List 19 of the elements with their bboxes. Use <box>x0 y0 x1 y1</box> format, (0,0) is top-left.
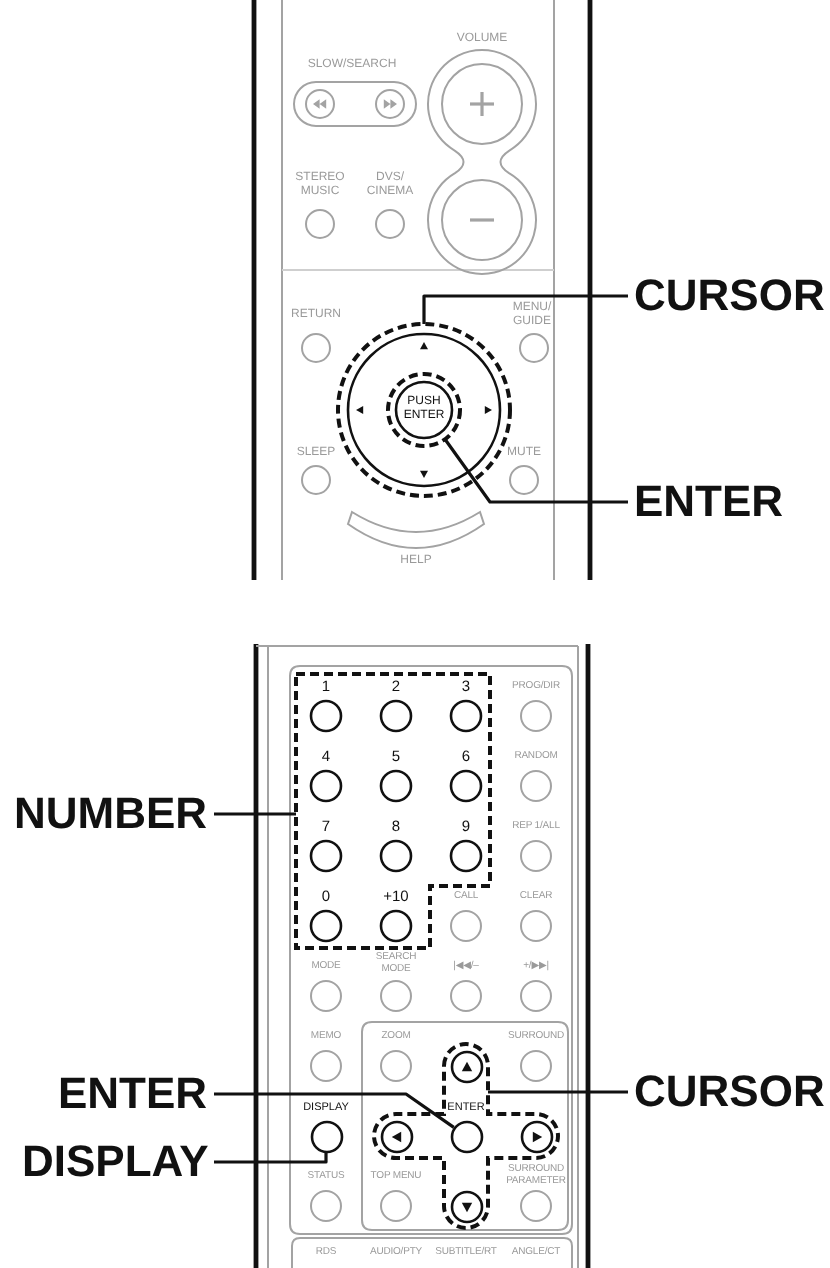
callout-label: ENTER <box>58 1072 208 1116</box>
round-button <box>447 1187 485 1225</box>
callout-label: NUMBER <box>14 792 208 836</box>
round-button <box>517 1117 555 1155</box>
callout-label: DISPLAY <box>22 1140 209 1184</box>
round-button <box>447 1047 485 1085</box>
round-button <box>447 1117 485 1155</box>
round-button <box>307 1117 345 1155</box>
callout-label: ENTER <box>634 480 784 524</box>
leader-line <box>422 294 628 324</box>
leader-line <box>488 1090 628 1094</box>
round-button <box>377 1117 415 1155</box>
dashed-cross-outline <box>370 1040 562 1232</box>
leader-line <box>443 438 628 504</box>
leader-line <box>214 812 296 816</box>
callout-label: CURSOR <box>634 274 825 318</box>
callout-label: CURSOR <box>634 1070 825 1114</box>
dashed-outline <box>292 670 494 952</box>
leader-line <box>214 1151 328 1164</box>
